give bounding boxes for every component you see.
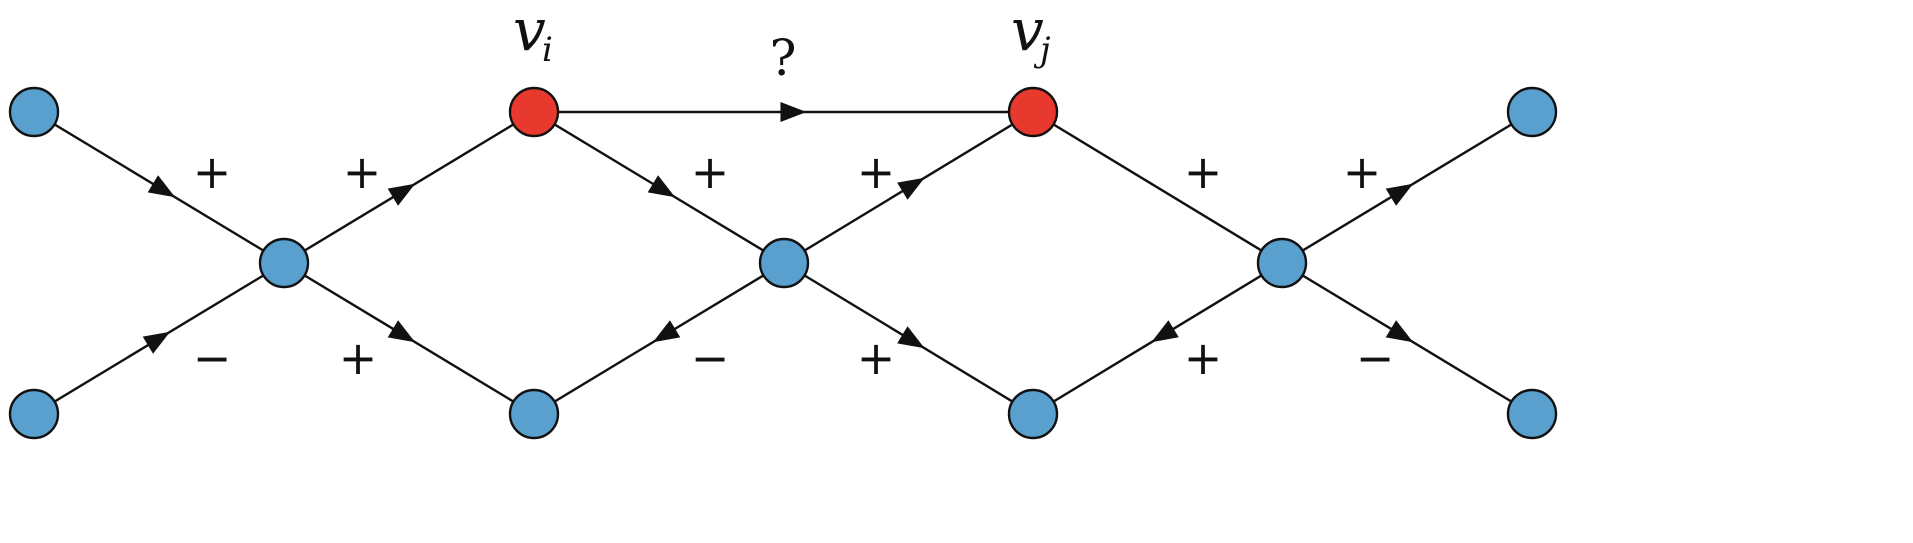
node-c1 — [758, 237, 810, 289]
node-e2 — [1007, 388, 1059, 440]
node-d1 — [1256, 237, 1308, 289]
target-node-vi — [508, 86, 560, 138]
edge-signs-layer: + − + + + − + + + + + −? — [193, 29, 1395, 385]
node-label-vi: v — [513, 0, 546, 64]
edge-sign-label: + — [193, 145, 232, 199]
unknown-sign-label: ? — [770, 29, 797, 87]
edge-sign-label: − — [193, 331, 232, 385]
arrowhead-b1-c2 — [387, 320, 416, 343]
node-f1 — [1506, 86, 1558, 138]
edge-sign-label: + — [339, 331, 378, 385]
node-label-subscript-vi: i — [542, 30, 553, 70]
edge-vj-d1 — [1032, 110, 1283, 265]
arrowhead-vi-c1 — [647, 175, 676, 198]
node-c2 — [508, 388, 560, 440]
nodes-layer — [8, 86, 1558, 440]
arrowhead-d1-e2 — [1151, 320, 1179, 343]
edge-sign-label: + — [691, 145, 730, 199]
arrowhead-c1-e2 — [897, 326, 925, 349]
arrowhead-c1-vj — [897, 177, 925, 200]
arrowhead-d1-f2 — [1385, 320, 1414, 343]
edge-sign-label: − — [691, 331, 730, 385]
node-b1 — [258, 237, 310, 289]
arrows-layer — [142, 102, 1414, 354]
edge-sign-label: + — [857, 145, 896, 199]
edge-sign-label: + — [1184, 331, 1223, 385]
arrowhead-b1-vi — [387, 183, 416, 206]
edge-sign-label: + — [343, 145, 382, 199]
node-f2 — [1506, 388, 1558, 440]
edge-sign-label: + — [1343, 145, 1382, 199]
arrowhead-vi-vj — [780, 102, 807, 122]
target-node-vj — [1007, 86, 1059, 138]
edge-sign-label: + — [1184, 145, 1223, 199]
arrowhead-a2-b1 — [142, 331, 171, 354]
edge-sign-label: + — [857, 331, 896, 385]
arrowhead-a1-b1 — [147, 175, 176, 198]
node-a2 — [8, 388, 60, 440]
node-label-vj: v — [1011, 0, 1044, 64]
arrowhead-d1-f1 — [1385, 183, 1414, 206]
node-a1 — [8, 86, 60, 138]
edge-sign-label: − — [1356, 331, 1395, 385]
arrowhead-c1-c2 — [652, 320, 681, 343]
